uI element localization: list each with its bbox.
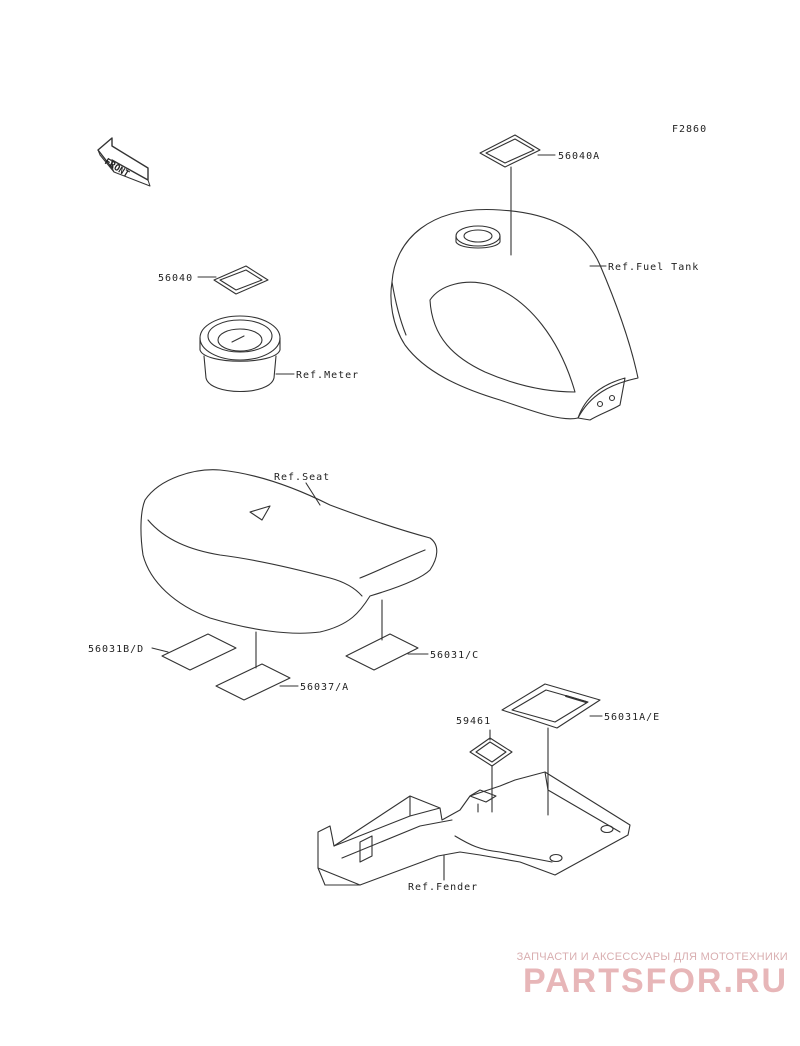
- label-seat: Ref.Seat: [274, 472, 330, 483]
- label-fuel-tank: Ref.Fuel Tank: [608, 262, 699, 273]
- watermark-logo: PARTSFOR.RU: [522, 962, 788, 1000]
- watermark-tagline: ЗАПЧАСТИ И АКСЕССУАРЫ ДЛЯ МОТОТЕХНИКИ: [516, 951, 788, 963]
- fender: [317, 771, 631, 886]
- label-59461: 59461: [456, 716, 491, 727]
- label-56031b-d: 56031B/D: [88, 644, 144, 655]
- decal-56040a: [479, 134, 541, 168]
- seat: [140, 469, 438, 634]
- decal-56037-a: [215, 663, 291, 701]
- label-56037-a: 56037/A: [300, 682, 349, 693]
- decal-56040: [213, 265, 269, 295]
- label-56040: 56040: [158, 273, 193, 284]
- leader-seat: [305, 482, 321, 506]
- label-fender: Ref.Fender: [408, 882, 478, 893]
- leader-56031b-d: [151, 647, 169, 653]
- decal-56031-c: [345, 633, 419, 671]
- meter: [199, 315, 281, 393]
- label-meter: Ref.Meter: [296, 370, 359, 381]
- label-56031a-e: 56031A/E: [604, 712, 660, 723]
- fuel-tank: [390, 208, 639, 421]
- decal-56031b-d: [161, 633, 237, 671]
- front-arrow-icon: [97, 137, 151, 187]
- decal-59461: [469, 737, 513, 767]
- label-56040a: 56040A: [558, 151, 600, 162]
- decal-56031a-e: [501, 683, 601, 729]
- figure-code: F2860: [672, 124, 707, 135]
- label-56031-c: 56031/C: [430, 650, 479, 661]
